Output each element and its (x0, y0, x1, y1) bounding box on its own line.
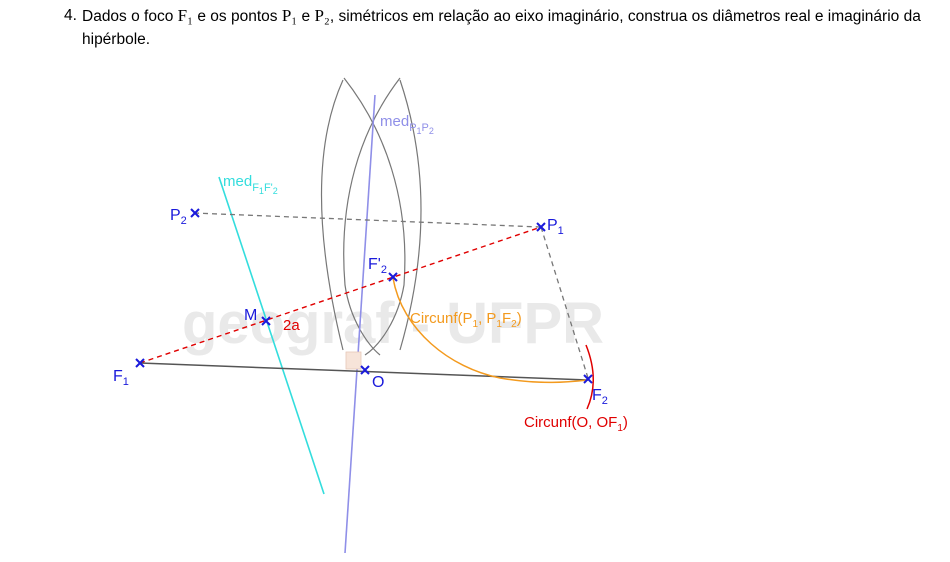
label-p1: P1 (547, 217, 564, 237)
construction-arc-b (343, 77, 406, 356)
label-o: O (372, 374, 384, 391)
mediatrix-f1f2p-line (218, 176, 325, 495)
problem-text-part: e os pontos (193, 8, 282, 25)
circle-o-arc (585, 344, 594, 410)
construction-arc-left (320, 79, 344, 351)
right-angle-mark (345, 351, 362, 370)
problem-text: Dados o foco F₁ e os pontos P₁ e P₂, sim… (64, 4, 924, 51)
label-f2: F2 (592, 387, 608, 407)
label-p2: P2 (170, 207, 187, 227)
label-mediatrix-p1p2: medP1P2 (380, 113, 434, 136)
label-2a: 2a (283, 317, 300, 334)
circle-p1-arc (392, 277, 589, 384)
label-circle-p1: Circunf(P1, P1F2) (410, 310, 522, 330)
problem-symbol-f1: F₁ (177, 6, 194, 25)
construction-arc-a (343, 80, 390, 205)
problem-text-part: Dados o foco (82, 8, 178, 25)
point-marker-m (261, 316, 271, 326)
point-marker-f2p (388, 272, 398, 282)
label-f2-prime: F'2 (368, 256, 387, 276)
problem-symbol-p2: P₂ (314, 6, 330, 25)
label-m: M (244, 307, 257, 324)
point-marker-f2 (583, 374, 593, 384)
point-marker-p1 (536, 222, 546, 232)
problem-text-part: , simétricos em relação ao eixo imaginár… (82, 8, 921, 48)
problem-number: 4. (64, 7, 77, 24)
problem-symbol-p1: P₁ (281, 6, 298, 25)
mediatrix-p1p2-line (344, 94, 376, 554)
label-f1: F1 (113, 368, 129, 388)
label-mediatrix-f1f2p: medF1F'2 (223, 173, 278, 196)
segment-f1-p1-red (139, 226, 542, 364)
watermark: geograf - UFPR (182, 291, 604, 356)
problem-text-part: e (297, 8, 315, 25)
label-circle-o: Circunf(O, OF1) (524, 414, 628, 434)
segment-p2-p1 (193, 212, 541, 228)
point-marker-f1 (135, 358, 145, 368)
point-marker-o (360, 365, 370, 375)
point-marker-p2 (190, 208, 200, 218)
construction-arc-right (399, 79, 422, 351)
problem-statement: 4. Dados o foco F₁ e os pontos P₁ e P₂, … (64, 4, 924, 51)
